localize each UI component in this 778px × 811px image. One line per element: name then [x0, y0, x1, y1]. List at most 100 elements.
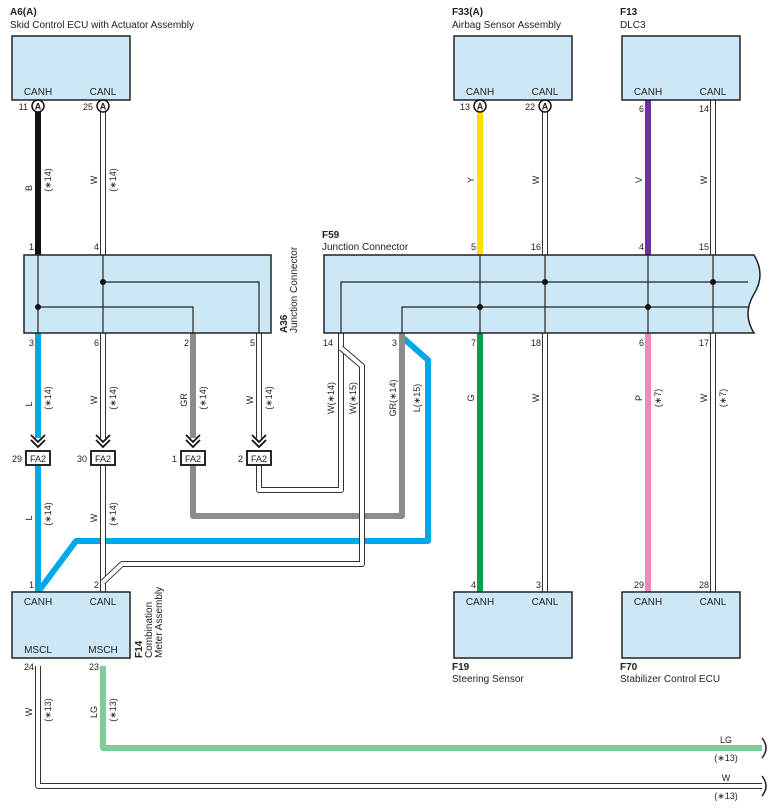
svg-text:(∗13): (∗13) — [714, 791, 738, 801]
a36-code: A36 — [279, 314, 290, 333]
a6-conn-1: A — [35, 102, 42, 112]
svg-text:23: 23 — [89, 662, 99, 672]
f19-code: F19 — [452, 662, 470, 673]
svg-text:CANL: CANL — [700, 597, 727, 608]
svg-text:(∗7): (∗7) — [718, 389, 728, 408]
svg-text:15: 15 — [699, 242, 709, 252]
f70-box — [621, 591, 741, 659]
svg-text:W: W — [24, 707, 34, 716]
svg-text:3: 3 — [392, 338, 397, 348]
component-boxes — [11, 35, 761, 659]
svg-text:W: W — [531, 393, 541, 402]
f33-conn-2: A — [542, 102, 549, 112]
svg-text:14: 14 — [699, 104, 709, 114]
svg-text:MSCL: MSCL — [24, 645, 52, 656]
svg-text:2: 2 — [238, 454, 243, 464]
svg-text:W(∗15): W(∗15) — [348, 382, 358, 414]
svg-text:4: 4 — [471, 580, 476, 590]
svg-text:CANL: CANL — [700, 87, 727, 98]
break-mark-lg — [761, 737, 767, 759]
connector-circles: A A A A — [31, 99, 552, 113]
svg-text:(∗14): (∗14) — [264, 386, 274, 410]
svg-text:28: 28 — [699, 580, 709, 590]
svg-text:CANL: CANL — [90, 597, 117, 608]
svg-text:6: 6 — [639, 104, 644, 114]
f33-code: F33(A) — [452, 7, 483, 18]
svg-text:5: 5 — [250, 338, 255, 348]
svg-text:16: 16 — [531, 242, 541, 252]
svg-text:GR: GR — [179, 393, 189, 407]
f13-code: F13 — [620, 7, 638, 18]
svg-text:22: 22 — [525, 102, 535, 112]
svg-text:LG: LG — [720, 735, 732, 745]
f13-name: DLC3 — [620, 20, 646, 31]
svg-text:3: 3 — [29, 338, 34, 348]
svg-text:3: 3 — [536, 580, 541, 590]
a36-box — [23, 254, 272, 334]
svg-text:24: 24 — [24, 662, 34, 672]
f19-name: Steering Sensor — [452, 674, 524, 685]
svg-text:FA2: FA2 — [251, 454, 267, 464]
svg-text:CANH: CANH — [466, 87, 494, 98]
a6-name: Skid Control ECU with Actuator Assembly — [10, 20, 194, 31]
svg-text:(∗7): (∗7) — [653, 389, 663, 408]
f59-box — [323, 254, 761, 334]
a6-box — [11, 35, 131, 101]
wire-f59-14-w15 — [100, 345, 365, 585]
svg-text:L: L — [24, 401, 34, 406]
svg-text:29: 29 — [634, 580, 644, 590]
svg-text:FA2: FA2 — [185, 454, 201, 464]
f33-name: Airbag Sensor Assembly — [452, 20, 561, 31]
svg-text:(∗13): (∗13) — [43, 698, 53, 722]
svg-text:(∗14): (∗14) — [108, 168, 118, 192]
svg-text:CANL: CANL — [532, 87, 559, 98]
svg-text:4: 4 — [94, 242, 99, 252]
svg-text:CANL: CANL — [90, 87, 117, 98]
f14-name-1: Combination — [144, 602, 155, 658]
svg-text:B: B — [24, 185, 34, 191]
a36-name: Junction Connector — [289, 246, 300, 333]
svg-text:13: 13 — [460, 102, 470, 112]
svg-text:30: 30 — [77, 454, 87, 464]
f19-box — [453, 591, 573, 659]
junction-dots — [35, 279, 716, 310]
svg-text:W: W — [722, 773, 731, 783]
wire-labels: B (∗14) W (∗14) Y W V W L (∗14) W (∗14) … — [24, 168, 738, 801]
a6-conn-2: A — [100, 102, 107, 112]
svg-text:CANH: CANH — [466, 597, 494, 608]
f14-code: F14 — [134, 640, 145, 658]
a6-code: A6(A) — [10, 7, 37, 18]
svg-text:W: W — [89, 513, 99, 522]
svg-text:(∗14): (∗14) — [43, 386, 53, 410]
f33-conn-1: A — [477, 102, 484, 112]
svg-text:CANL: CANL — [532, 597, 559, 608]
svg-text:FA2: FA2 — [30, 454, 46, 464]
svg-text:MSCH: MSCH — [88, 645, 117, 656]
svg-text:Y: Y — [466, 177, 476, 183]
junction-internals — [37, 255, 748, 333]
svg-text:18: 18 — [531, 338, 541, 348]
svg-text:W: W — [531, 175, 541, 184]
svg-text:CANH: CANH — [24, 87, 52, 98]
f59-code: F59 — [322, 230, 340, 241]
svg-text:5: 5 — [471, 242, 476, 252]
svg-text:6: 6 — [639, 338, 644, 348]
svg-text:(∗14): (∗14) — [43, 502, 53, 526]
svg-text:(∗14): (∗14) — [198, 386, 208, 410]
svg-text:29: 29 — [12, 454, 22, 464]
f13-box — [621, 35, 741, 101]
svg-text:P: P — [634, 395, 644, 401]
svg-text:CANH: CANH — [634, 597, 662, 608]
svg-text:L(∗15): L(∗15) — [412, 384, 422, 413]
svg-text:25: 25 — [83, 102, 93, 112]
svg-text:W: W — [699, 393, 709, 402]
wires — [35, 100, 767, 797]
wire-f14-23 — [100, 666, 762, 751]
svg-text:W(∗14): W(∗14) — [326, 382, 336, 414]
svg-text:1: 1 — [29, 242, 34, 252]
svg-text:(∗14): (∗14) — [108, 386, 118, 410]
f59-name: Junction Connector — [322, 242, 409, 253]
pin-numbers: 11 25 13 22 6 14 1 4 3 6 2 5 5 16 4 15 1… — [19, 102, 709, 672]
